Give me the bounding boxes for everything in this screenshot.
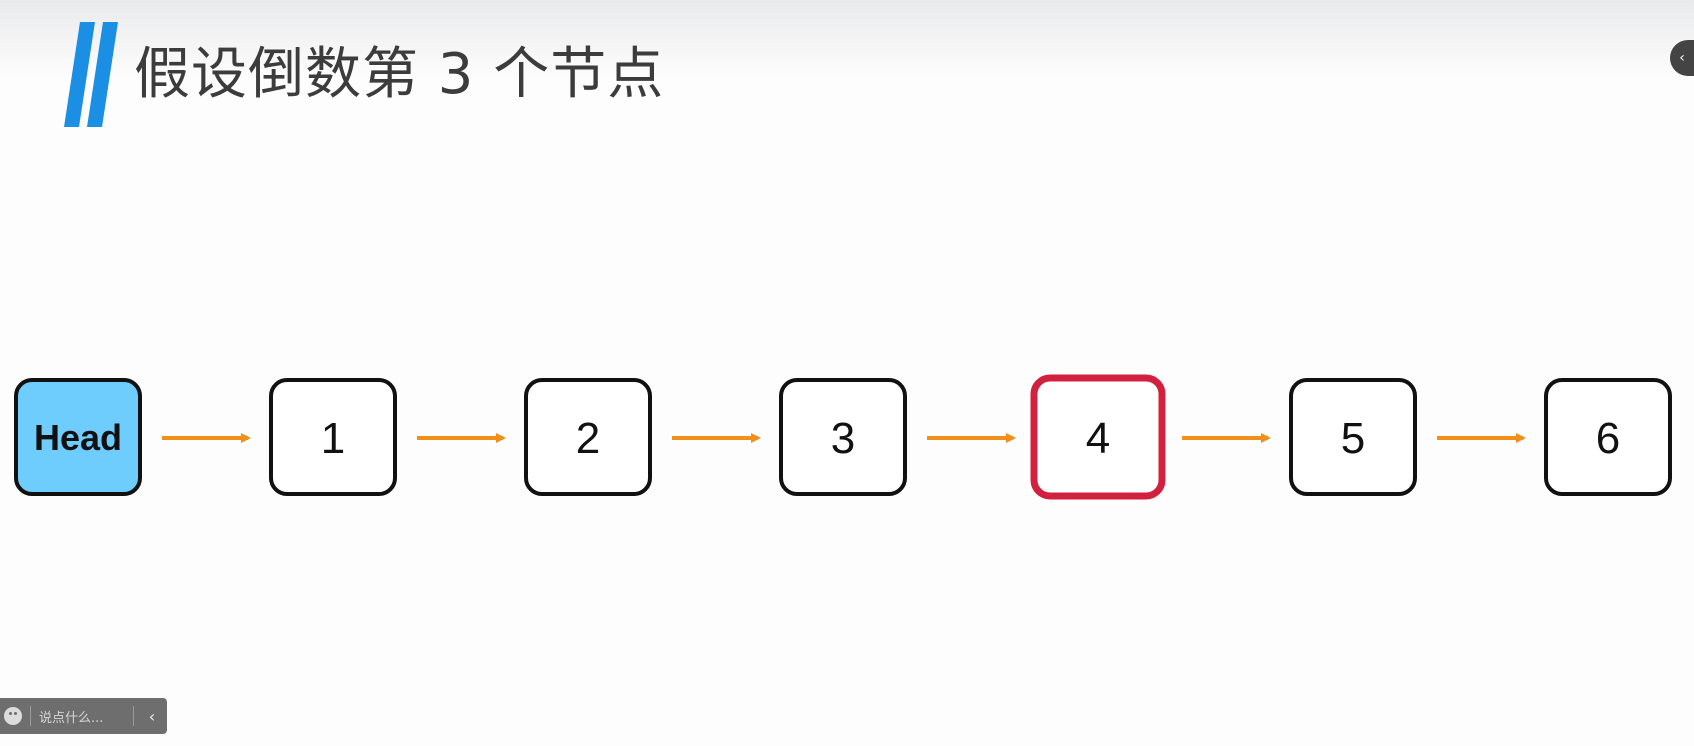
chat-input[interactable]: 说点什么...: [39, 710, 104, 726]
chat-divider: [133, 706, 134, 726]
chevron-left-icon: ‹: [148, 706, 156, 726]
chevron-left-icon: ‹: [1679, 50, 1685, 66]
accent-bar-left: [64, 22, 95, 127]
list-nodes: Head 1 2 3 4 5 6: [14, 374, 1672, 500]
head-node: [14, 378, 142, 496]
side-panel-toggle[interactable]: ‹: [1670, 40, 1694, 76]
list-node: [779, 378, 907, 496]
list-node: [524, 378, 652, 496]
slide-title: 假设倒数第 3 个节点: [134, 42, 665, 107]
header-fade: [0, 0, 1694, 80]
linked-list-diagram: Head 1 2 3 4 5 6: [14, 374, 1672, 500]
node-label: 3: [831, 414, 855, 463]
list-node: [269, 378, 397, 496]
list-node: [1030, 374, 1166, 500]
node-label: 2: [576, 414, 600, 463]
node-label: 5: [1341, 414, 1365, 463]
node-label: 1: [321, 414, 345, 463]
chat-bar: 说点什么... ‹: [0, 698, 167, 734]
accent-bar-right: [87, 22, 118, 127]
chat-divider: [30, 706, 31, 726]
title-accent-bars: [64, 22, 118, 127]
list-node: [1544, 378, 1672, 496]
chat-collapse-button[interactable]: ‹: [142, 707, 162, 726]
node-label: 4: [1086, 414, 1110, 463]
node-label: Head: [34, 417, 122, 458]
node-label: 6: [1596, 414, 1620, 463]
smiley-icon[interactable]: [4, 707, 22, 725]
list-node: [1289, 378, 1417, 496]
